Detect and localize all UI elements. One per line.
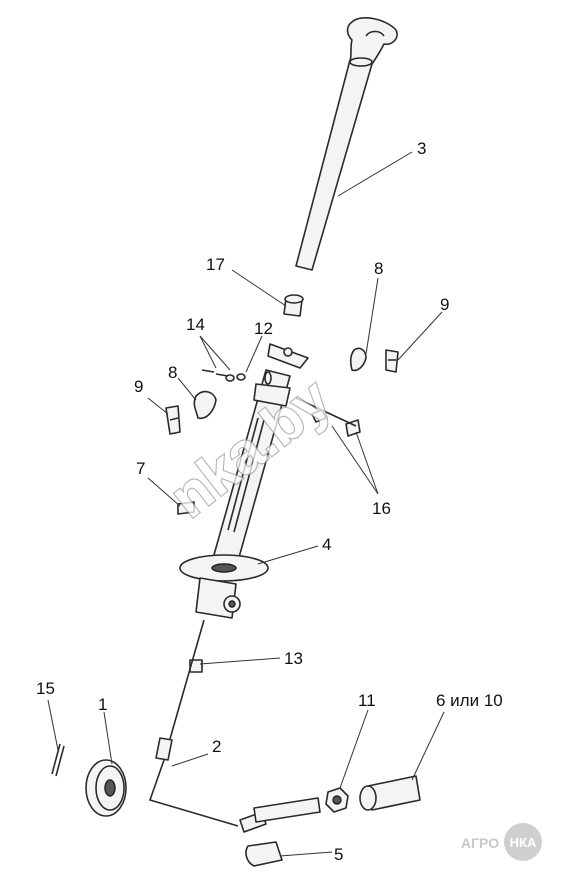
callout-6-or-10: 6 или 10 [436, 691, 503, 710]
part-7-spring-pin [177, 501, 195, 515]
logo-badge-text: НКА [510, 835, 537, 850]
part-1-pulley [85, 759, 127, 817]
callout-13: 13 [284, 649, 303, 668]
leader-lines [47, 151, 445, 857]
callout-1: 1 [98, 695, 107, 714]
part-6-10-adapter [253, 775, 421, 823]
part-3-lever-rod [295, 17, 398, 271]
parts-12-14-pins-washers [201, 369, 272, 385]
callout-8-left: 8 [168, 363, 177, 382]
callout-11: 11 [358, 691, 376, 710]
callout-16: 16 [372, 499, 391, 518]
logo-text: АГРО [461, 835, 499, 851]
callout-15: 15 [36, 679, 55, 698]
callout-9-right: 9 [440, 295, 449, 314]
part-4-column-tube [179, 343, 309, 619]
agronka-logo: АГРО НКА [461, 820, 561, 864]
callout-17: 17 [206, 255, 225, 274]
callout-3: 3 [417, 139, 426, 158]
part-17-bushing [283, 294, 304, 317]
callout-12: 12 [254, 319, 273, 338]
part-11-nut [325, 787, 349, 813]
callout-7: 7 [136, 459, 145, 478]
callout-2: 2 [212, 737, 221, 756]
callout-14: 14 [186, 315, 205, 334]
parts-8-9-right-latch [349, 347, 399, 373]
part-15-pin [51, 743, 65, 777]
parts-8-9-left-latch [165, 390, 217, 435]
part-2-cable-rod [148, 619, 267, 833]
callout-8-right: 8 [374, 259, 383, 278]
callout-5: 5 [334, 845, 343, 864]
logo-badge-icon [504, 823, 542, 861]
callout-9-left: 9 [134, 377, 143, 396]
part-5-tip [245, 841, 283, 867]
callout-4: 4 [322, 535, 331, 554]
